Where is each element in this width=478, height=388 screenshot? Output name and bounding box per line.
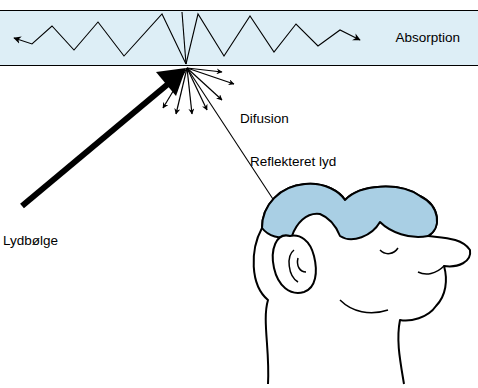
- diffusion-arrows: [163, 68, 234, 114]
- absorber-fill: [0, 11, 478, 65]
- sound-wave-label: Lydbølge: [3, 233, 58, 249]
- band-label: Absorption: [395, 30, 460, 46]
- reflected-label: Reflekteret lyd: [250, 154, 336, 170]
- absorber-band: Absorption: [0, 10, 478, 66]
- absorption-zigzag: [14, 12, 360, 64]
- sound-wave-arrow: [22, 84, 168, 206]
- diffusion-label: Difusion: [240, 111, 289, 127]
- listener-head: [254, 184, 471, 384]
